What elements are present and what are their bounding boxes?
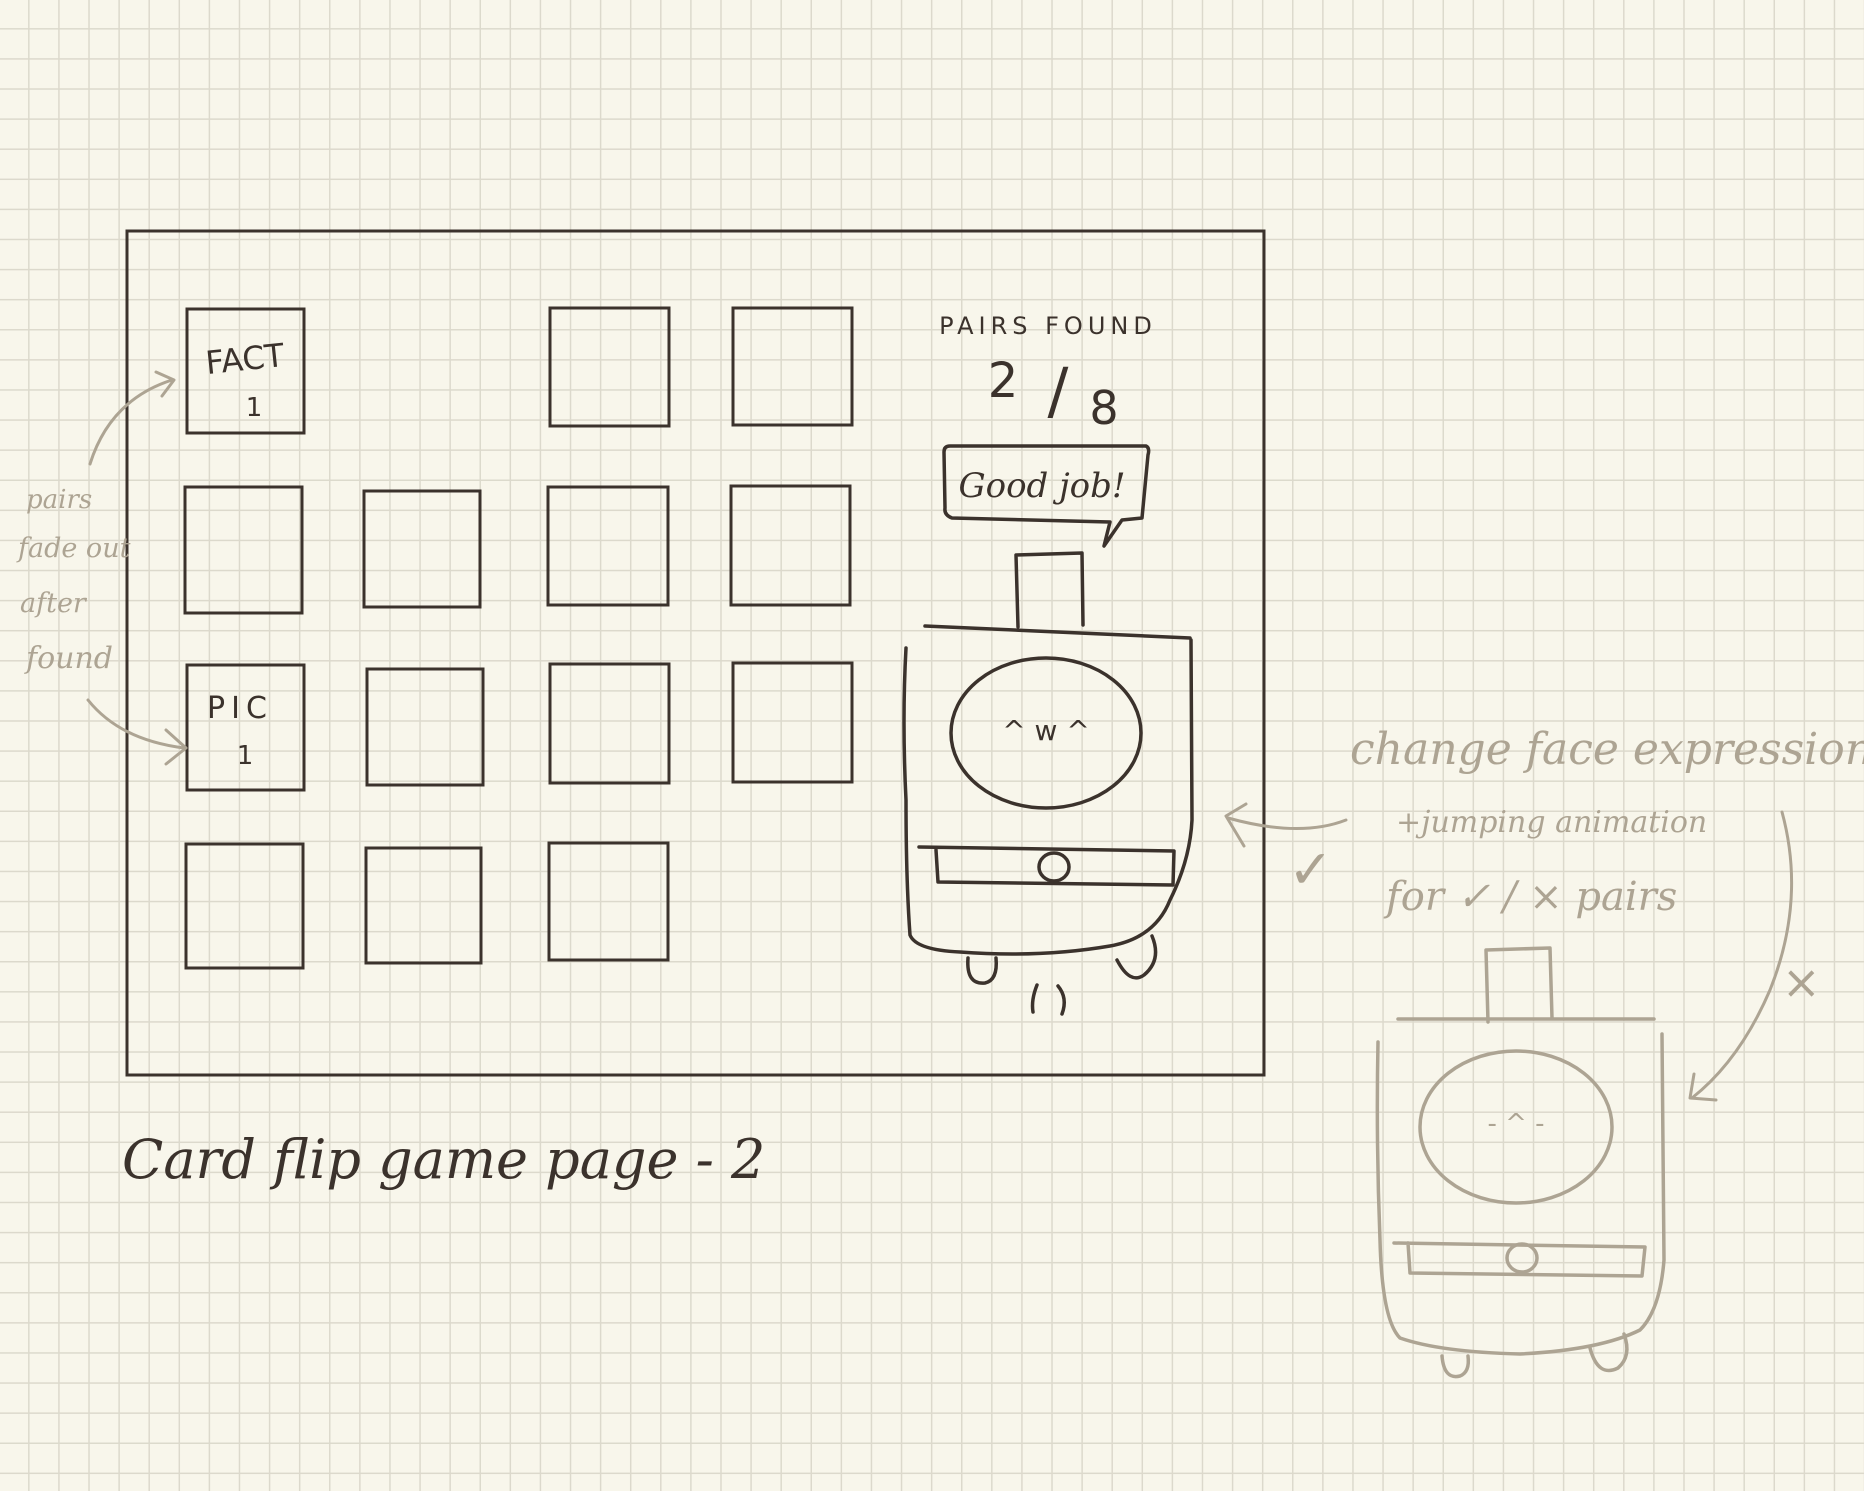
card[interactable] bbox=[364, 846, 483, 965]
correct-mark: ✓ bbox=[1288, 838, 1333, 901]
mascot-sad-face: - ^ - bbox=[1487, 1109, 1544, 1139]
card[interactable] bbox=[184, 842, 305, 970]
game-frame bbox=[125, 229, 1266, 1077]
svg-text:found: found bbox=[24, 641, 113, 676]
card-label-bottom: 1 bbox=[237, 741, 254, 771]
card[interactable] bbox=[729, 484, 852, 607]
card[interactable] bbox=[731, 661, 854, 784]
card-label-top: PIC bbox=[207, 691, 273, 726]
face-note-arrows bbox=[1224, 802, 1794, 1102]
fade-note-text: pairs fade out after found bbox=[16, 485, 131, 676]
card[interactable]: PIC 1 bbox=[185, 663, 306, 792]
svg-text:change face expressions: change face expressions bbox=[1350, 724, 1864, 775]
speech-bubble-text: Good job! bbox=[958, 466, 1125, 506]
svg-text:fade out: fade out bbox=[16, 533, 131, 564]
card[interactable] bbox=[546, 485, 670, 607]
card[interactable] bbox=[362, 489, 482, 609]
face-note-text: change face expressions +jumping animati… bbox=[1350, 724, 1864, 920]
card[interactable] bbox=[731, 306, 854, 427]
fade-note-annotation bbox=[86, 370, 188, 766]
mascot-face-outline bbox=[949, 656, 1143, 810]
pairs-found-label: PAIRS FOUND bbox=[939, 312, 1157, 340]
mascot-sad-face-outline bbox=[1418, 1049, 1614, 1205]
svg-text:for ✓ / × pairs: for ✓ / × pairs bbox=[1383, 874, 1677, 920]
svg-text:pairs: pairs bbox=[26, 485, 92, 515]
pairs-separator: / bbox=[1048, 354, 1069, 427]
pairs-found-count: 2 bbox=[988, 353, 1019, 409]
mascot-suitcase bbox=[902, 551, 1194, 1016]
card-label-bottom: 1 bbox=[246, 393, 263, 423]
card[interactable] bbox=[547, 841, 670, 962]
card[interactable] bbox=[548, 662, 671, 785]
page-caption: Card flip game page - 2 bbox=[122, 1128, 765, 1191]
wrong-mark: × bbox=[1782, 955, 1821, 1009]
svg-text:+jumping animation: +jumping animation bbox=[1396, 805, 1707, 840]
card-label-top: FACT bbox=[204, 336, 287, 382]
speech-bubble: Good job! bbox=[942, 444, 1151, 548]
card[interactable] bbox=[183, 485, 304, 615]
mascot-sad-suitcase bbox=[1375, 946, 1666, 1379]
svg-text:after: after bbox=[20, 588, 88, 619]
card[interactable]: FACT 1 bbox=[185, 307, 306, 435]
pairs-total: 8 bbox=[1089, 381, 1118, 435]
card-grid: FACT 1 PIC 1 bbox=[183, 306, 854, 970]
mascot-happy-face: ^ w ^ bbox=[1002, 714, 1090, 747]
card[interactable] bbox=[365, 667, 485, 787]
card[interactable] bbox=[548, 306, 671, 428]
